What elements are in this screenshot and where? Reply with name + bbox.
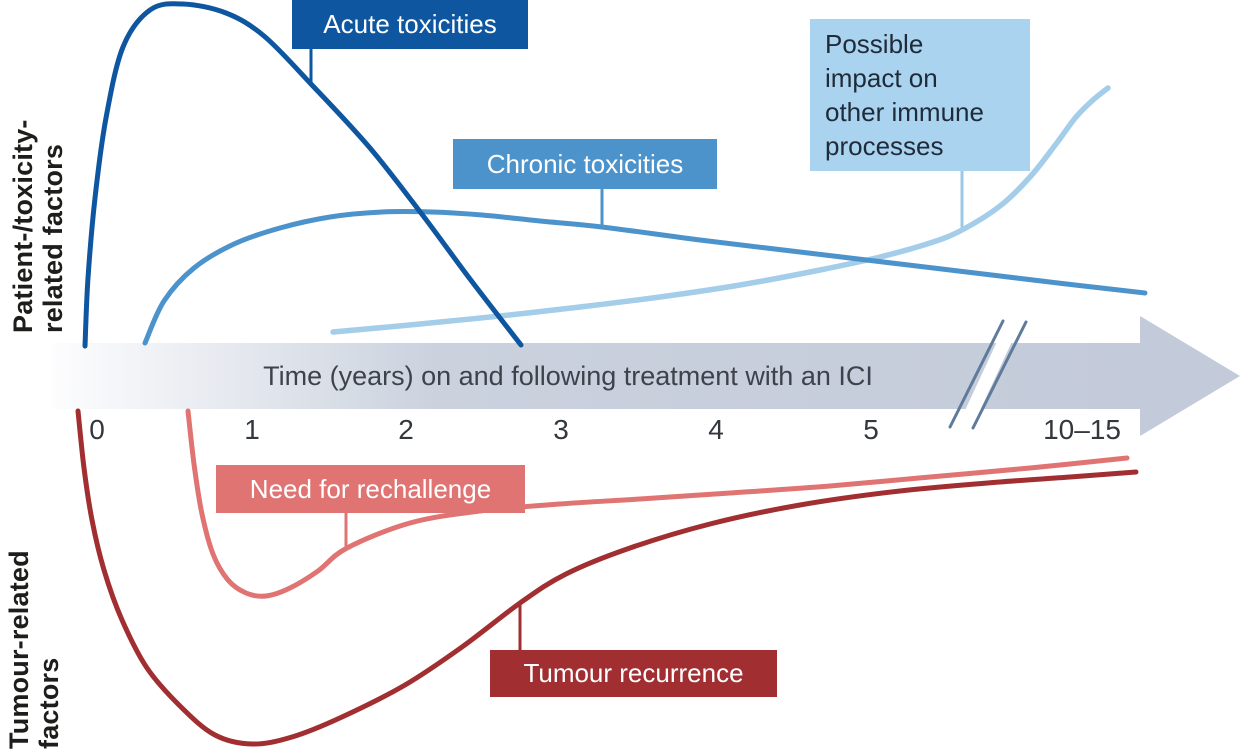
axis-tick-label: 10–15 — [1043, 414, 1121, 445]
arrow-head-icon — [1140, 316, 1240, 436]
y-axis-label-tumour-related-factors: Tumour-related factors — [4, 507, 64, 749]
y-axis-label-line: Patient-/toxicity- — [8, 119, 38, 333]
curve-impact — [330, 85, 1111, 335]
label-box-chronic: Chronic toxicities — [453, 139, 717, 189]
axis-break-icon — [948, 319, 1005, 429]
time-axis-label: Time (years) on and following treatment … — [263, 361, 873, 391]
curve-chronic — [142, 209, 1148, 346]
label-box-impact: Possible impact on other immune processe… — [810, 19, 1030, 171]
axis-tick-label: 3 — [553, 414, 569, 445]
y-axis-label-line: related factors — [38, 143, 68, 333]
y-axis-label-line: factors — [34, 657, 64, 749]
y-axis-label-patient-toxicity-factors: Patient-/toxicity- related factors — [8, 31, 68, 333]
label-box-acute: Acute toxicities — [292, 0, 528, 49]
curve-acute — [82, 1, 524, 349]
axis-tick-label: 4 — [708, 414, 724, 445]
axis-tick-label: 1 — [244, 414, 260, 445]
axis-tick-label: 5 — [863, 414, 879, 445]
axis-tick-label: 0 — [89, 414, 105, 445]
axis-break-icon — [971, 320, 1028, 430]
curve-recurrence — [75, 408, 1139, 747]
label-box-recurrence: Tumour recurrence — [490, 650, 777, 697]
label-box-rechallenge: Need for rechallenge — [216, 465, 525, 513]
time-axis-ticks: 0 1 2 3 4 5 10–15 — [0, 414, 1242, 450]
curve-rechallenge — [185, 408, 1130, 599]
y-axis-label-line: Tumour-related — [4, 550, 34, 749]
axis-break-gap — [954, 318, 1023, 434]
axis-tick-label: 2 — [398, 414, 414, 445]
